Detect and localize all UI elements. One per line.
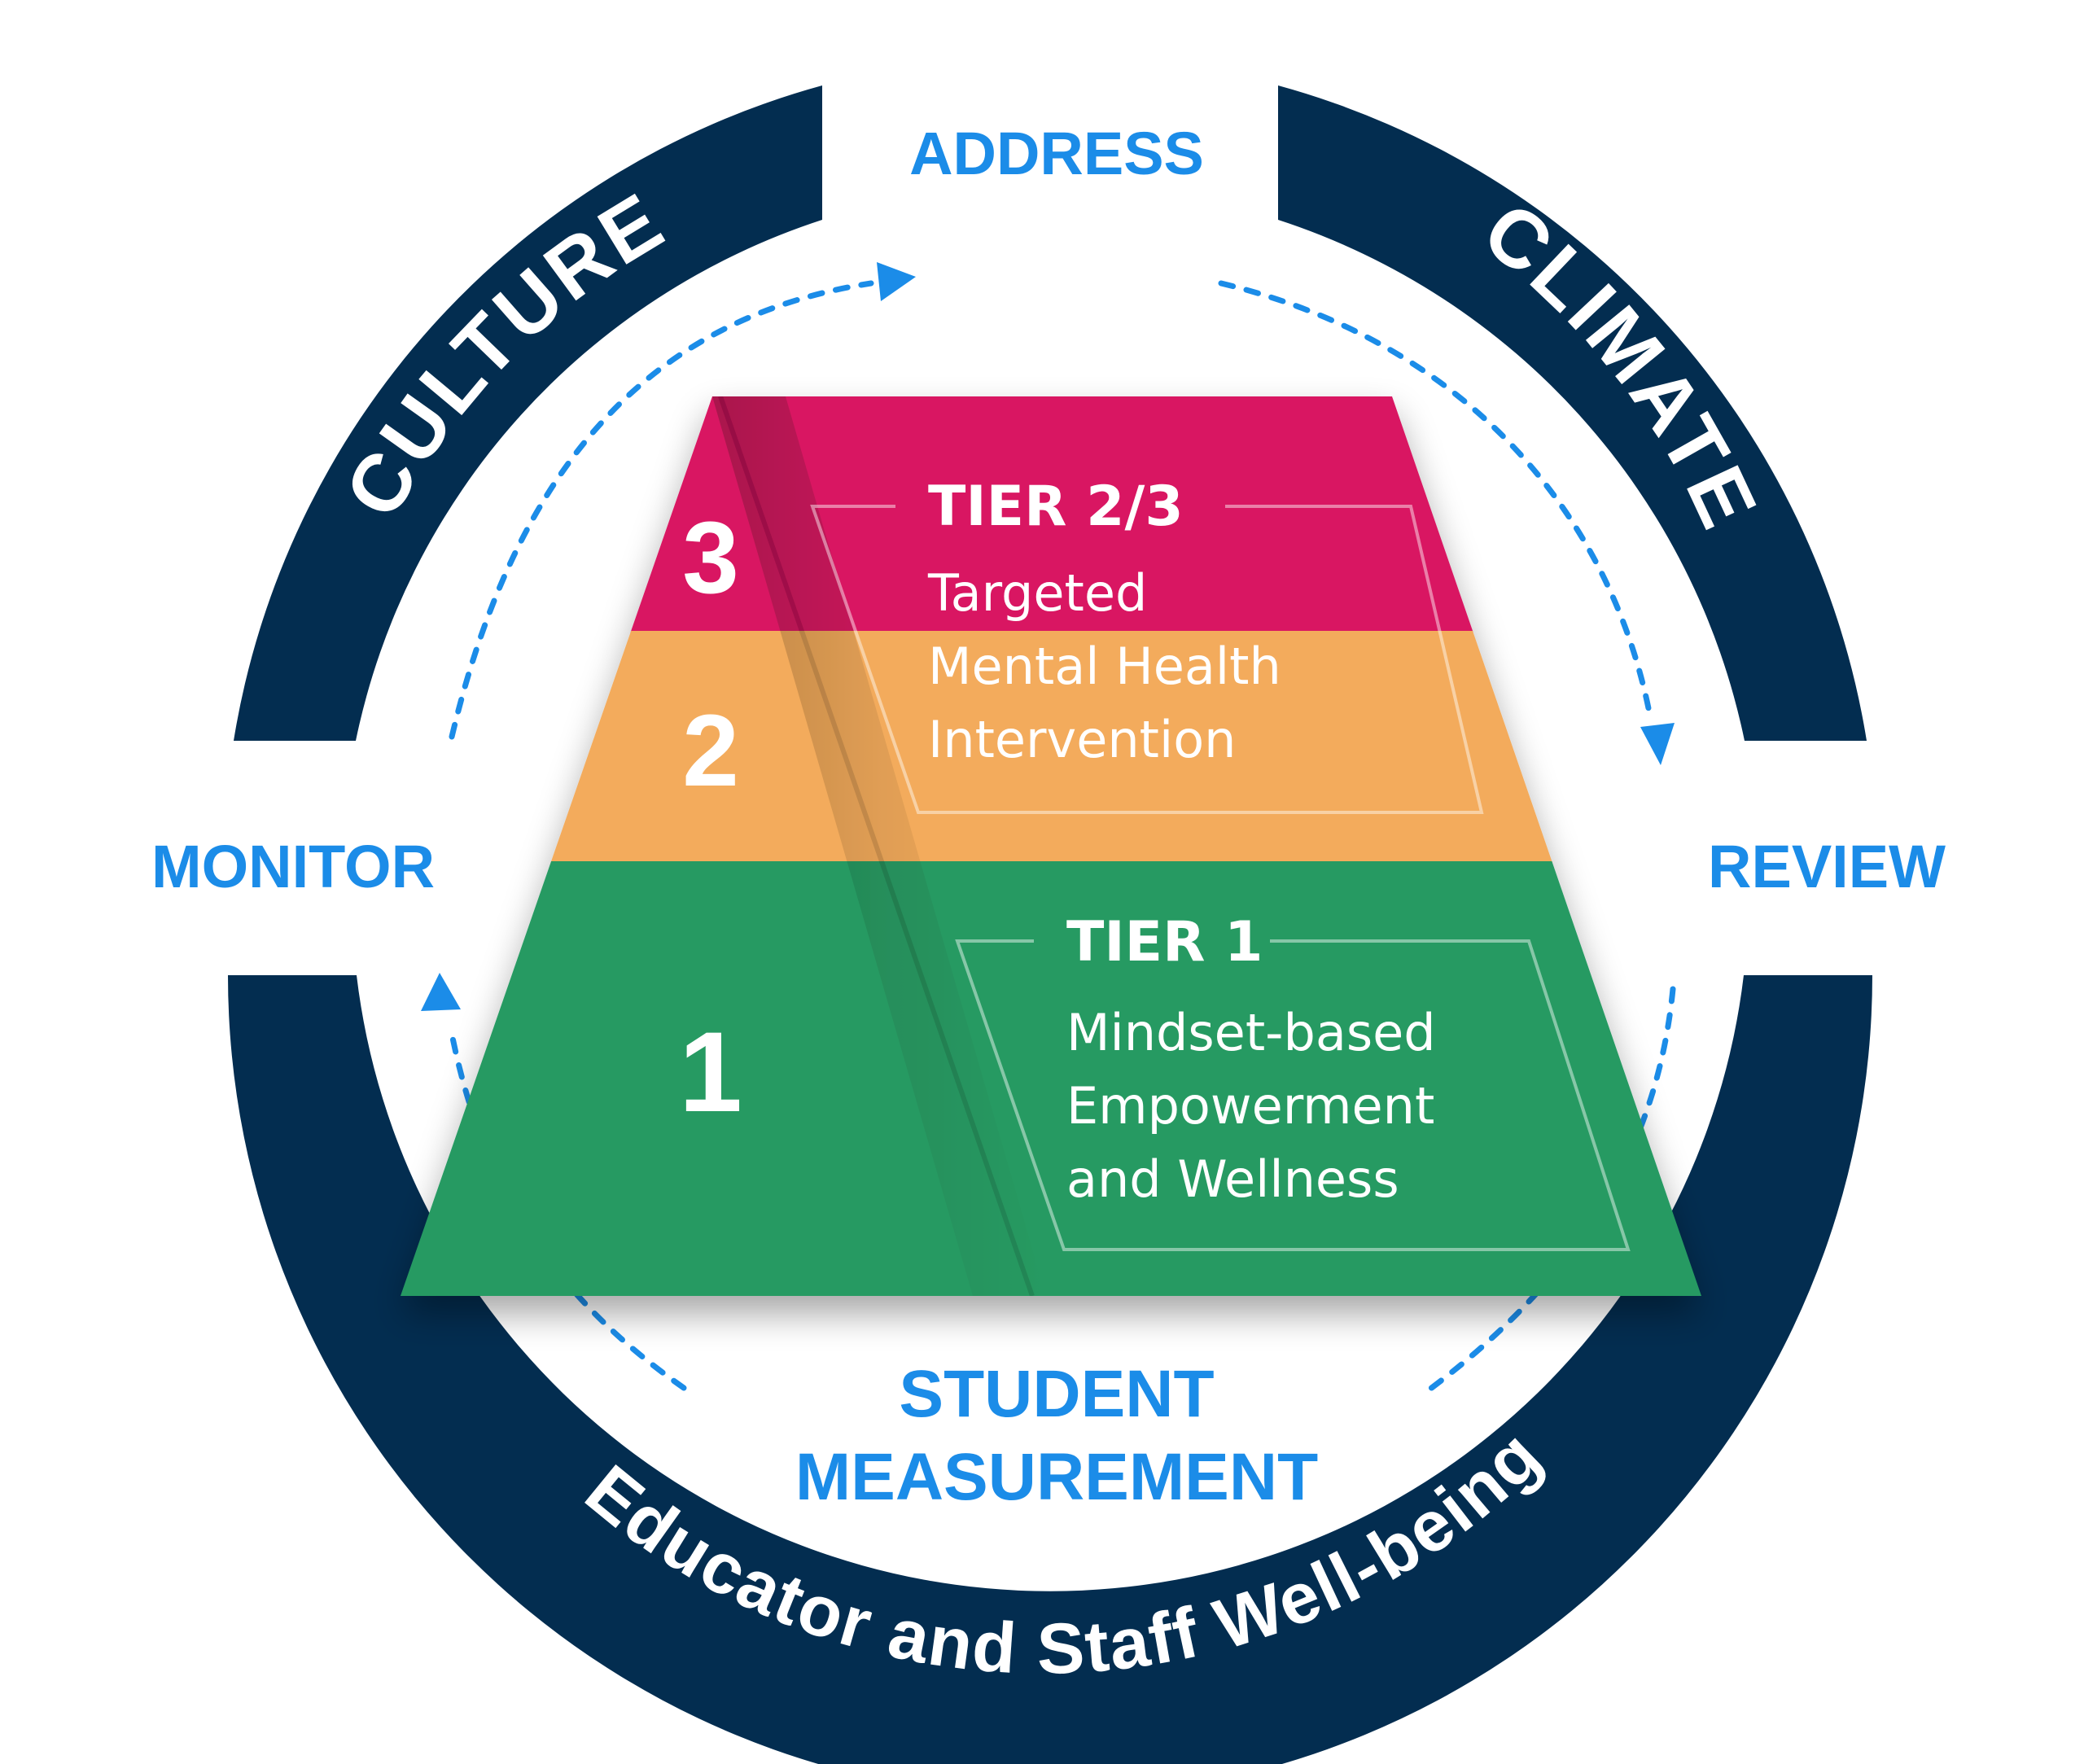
- level-1-number: 1: [679, 1008, 742, 1136]
- culture-label: CULTURE: [327, 175, 680, 532]
- monitor-label: MONITOR: [151, 833, 435, 900]
- tier-2-3-line-3: Intervention: [928, 710, 1236, 769]
- ring-segment-bottom: [228, 975, 1872, 1764]
- dotted-arc-top-left: [449, 280, 874, 740]
- arrow-down-icon: [1640, 723, 1675, 765]
- ring-segment-top-left: [234, 85, 822, 741]
- fold-line: [718, 396, 1035, 1296]
- fold-shade: [712, 396, 1046, 1296]
- tier-2-3-line-1: Targeted: [927, 563, 1147, 623]
- tier-2-3-title: TIER 2/3: [928, 475, 1184, 539]
- tier-1-line-2: Empowerment: [1066, 1076, 1434, 1136]
- student-label: STUDENT: [899, 1357, 1214, 1431]
- dotted-arc-top-right: [1218, 280, 1652, 711]
- tier-2-3-line-2: Mental Health: [928, 637, 1281, 696]
- tier-1-line-1: Mindset-based: [1066, 1003, 1436, 1062]
- level-2-number: 2: [682, 694, 739, 808]
- review-label: REVIEW: [1708, 833, 1946, 900]
- lower-card-outline: [955, 939, 1631, 1251]
- climate-label: CLIMATE: [1466, 185, 1775, 544]
- measurement-label: MEASUREMENT: [795, 1440, 1318, 1514]
- outer-ring: [228, 85, 1872, 1764]
- upper-card-outline: [810, 505, 1484, 814]
- tier-1-line-3: and Wellness: [1066, 1149, 1399, 1209]
- tier-1-title: TIER 1: [1066, 910, 1263, 974]
- level-3-number: 3: [682, 501, 739, 615]
- tier1-band: [401, 861, 1701, 1296]
- ring-segment-top-right: [1278, 85, 1867, 741]
- address-label: ADDRESS: [909, 120, 1204, 187]
- arrow-up-icon: [421, 973, 461, 1011]
- arrow-right-icon: [877, 262, 916, 301]
